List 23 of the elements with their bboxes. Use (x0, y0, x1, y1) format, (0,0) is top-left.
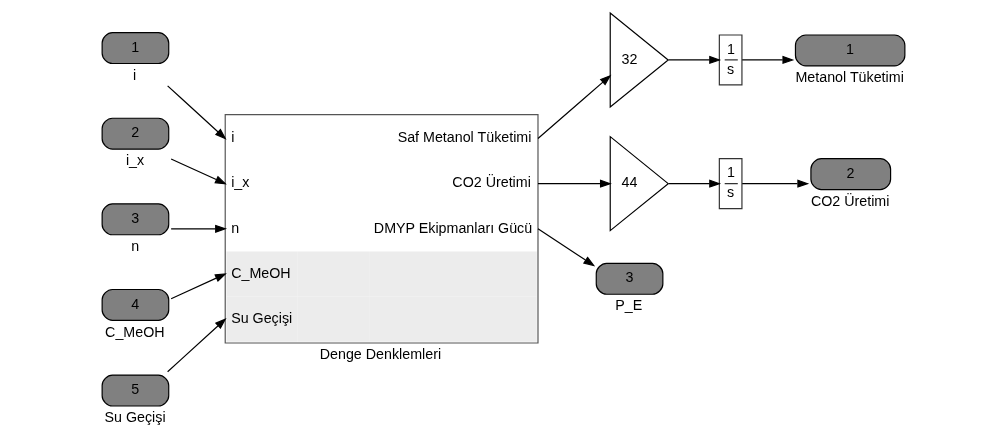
arrow (741, 179, 809, 188)
node-label: Su Geçişi (104, 409, 166, 426)
arrow (536, 179, 612, 188)
node-label: Denge Denklemleri (319, 346, 441, 363)
arrow (170, 224, 227, 233)
node-box: 1 s (718, 158, 743, 210)
arrow (667, 55, 721, 65)
arrow (170, 158, 227, 185)
node-label: P_E (614, 297, 642, 314)
node-label: n (130, 237, 139, 254)
node-label: i_x (125, 152, 144, 169)
arrow (536, 228, 595, 267)
node-label: Metanol Tüketimi (794, 69, 904, 86)
node-label: C_MeOH (104, 323, 165, 340)
arrow (170, 273, 227, 300)
node-label: i (132, 66, 136, 83)
arrow (536, 74, 611, 140)
arrow (741, 55, 794, 65)
arrow (667, 179, 721, 188)
node-label: CO2 Üretimi (810, 192, 889, 209)
node-box: 1 s (718, 34, 743, 86)
arrow (166, 318, 227, 373)
arrow (166, 85, 227, 140)
